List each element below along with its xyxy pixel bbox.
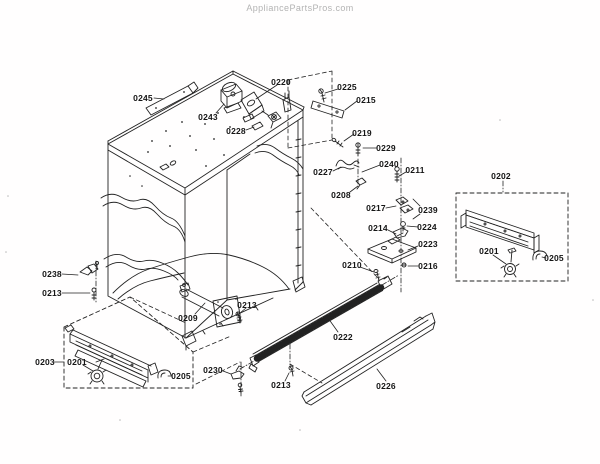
part-0230-clip [230, 365, 245, 394]
part-0205-hook-lower [157, 369, 172, 379]
leader-lines [53, 84, 547, 382]
part-number-label: 0201 [479, 246, 499, 256]
part-number-label: 0240 [379, 159, 399, 169]
part-0210-screw [373, 269, 381, 282]
scan-noise [5, 119, 594, 431]
part-number-label: 0214 [368, 223, 388, 233]
part-number-label: 0225 [337, 82, 357, 92]
part-0213-screw-bottom [288, 365, 295, 377]
part-number-label: 0209 [178, 313, 198, 323]
part-number-label: 0210 [342, 260, 362, 270]
part-number-label: 0230 [203, 365, 223, 375]
construction-lines [95, 70, 504, 397]
part-0238-clip [79, 261, 99, 276]
part-0214-clip [392, 227, 409, 239]
part-0201-roller [500, 247, 520, 278]
part-0203-bracket [64, 324, 159, 388]
part-number-label: 0215 [356, 95, 376, 105]
part-0225-screw [318, 88, 327, 103]
part-number-label: 0228 [226, 126, 246, 136]
part-number-label: 0219 [352, 128, 372, 138]
part-0229-screw [355, 142, 361, 157]
part-number-label: 0243 [198, 112, 218, 122]
part-0226-grille-rail [301, 312, 436, 406]
part-0209-roller-assembly [179, 282, 242, 328]
part-0228-latch [251, 111, 282, 131]
part-number-label: 0213 [42, 288, 62, 298]
part-number-label: 0229 [376, 143, 396, 153]
part-number-label: 0223 [418, 239, 438, 249]
part-number-label: 0202 [491, 171, 511, 181]
part-0217-clips [395, 196, 414, 214]
watermark-text: AppliancePartsPros.com [246, 3, 354, 13]
part-number-label: 0211 [405, 165, 425, 175]
part-number-label: 0213 [271, 380, 291, 390]
part-number-label: 0217 [366, 203, 386, 213]
part-number-label: 0224 [417, 222, 437, 232]
cabinet-outline [100, 70, 306, 351]
part-number-label: 0238 [42, 269, 62, 279]
part-number-label: 0245 [133, 93, 153, 103]
part-0202-bracket [460, 209, 540, 254]
part-0223-plate [367, 236, 417, 264]
part-0208-clip [355, 177, 367, 190]
part-number-label: 0201 [67, 357, 87, 367]
part-0205-hook [532, 250, 548, 261]
part-number-label: 0203 [35, 357, 55, 367]
part-number-label: 0227 [313, 167, 333, 177]
part-0216-nut [401, 262, 407, 268]
part-0243-motor [220, 81, 243, 114]
part-0219-screw [331, 137, 344, 148]
part-number-label: 0213 [237, 300, 257, 310]
part-number-label: 0208 [331, 190, 351, 200]
part-number-label: 0205 [544, 253, 564, 263]
part-number-label: 0222 [333, 332, 353, 342]
part-0213-screw-mid [235, 311, 243, 324]
part-0245-bracket [145, 81, 199, 116]
part-0211-screw [394, 166, 400, 183]
part-0213-screw-left [91, 287, 97, 301]
part-0222-vent-rail [248, 275, 393, 373]
detail-box-0203 [63, 296, 194, 389]
part-number-label: 0226 [376, 381, 396, 391]
part-0215-plate [310, 100, 345, 119]
detail-box-0202 [455, 192, 569, 282]
part-0220-bracket-plate [240, 91, 269, 123]
part-number-label: 0239 [418, 205, 438, 215]
part-number-label: 0220 [271, 77, 291, 87]
part-number-label: 0205 [171, 371, 191, 381]
part-0201-roller-lower [87, 358, 107, 385]
part-number-label: 0216 [418, 261, 438, 271]
